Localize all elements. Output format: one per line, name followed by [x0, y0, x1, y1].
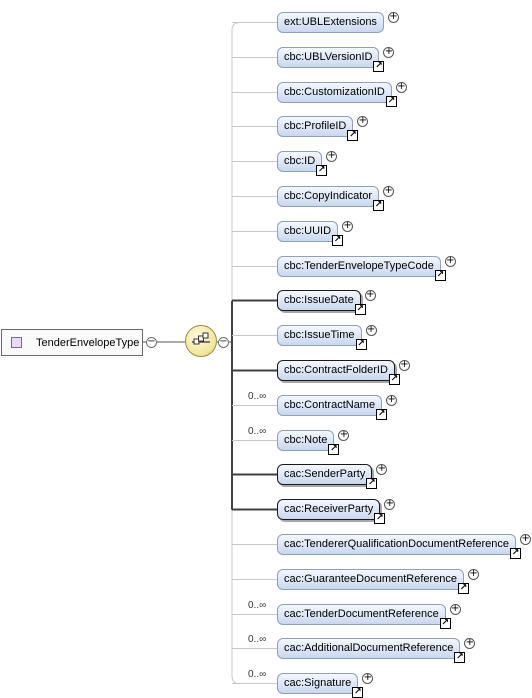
- schema-element[interactable]: cbc:CopyIndicator: [277, 186, 380, 207]
- schema-element[interactable]: cac:GuaranteeDocumentReference: [277, 569, 465, 590]
- expand-plus-icon[interactable]: +: [365, 324, 377, 336]
- expand-plus-icon[interactable]: +: [520, 533, 532, 545]
- expand-plus-icon[interactable]: +: [444, 255, 456, 267]
- schema-element[interactable]: cac:TendererQualificationDocumentReferen…: [277, 534, 517, 555]
- schema-element[interactable]: cbc:CustomizationID: [277, 82, 392, 103]
- reference-arrow-icon[interactable]: ↗: [316, 165, 328, 176]
- reference-arrow-icon[interactable]: ↗: [434, 270, 446, 281]
- reference-arrow-icon[interactable]: ↗: [354, 304, 366, 315]
- reference-arrow-icon[interactable]: ↗: [376, 409, 388, 420]
- reference-arrow-icon[interactable]: ↗: [366, 478, 378, 489]
- root-type-box[interactable]: TenderEnvelopeType: [1, 329, 143, 356]
- schema-element[interactable]: cbc:ContractName: [277, 395, 383, 416]
- schema-element[interactable]: cac:Signature: [277, 673, 359, 694]
- reference-arrow-icon[interactable]: ↗: [385, 96, 397, 107]
- schema-element[interactable]: ext:UBLExtensions: [277, 12, 384, 33]
- cardinality-label: 0..∞: [248, 426, 267, 437]
- schema-element[interactable]: cac:ReceiverParty: [277, 499, 381, 520]
- cardinality-label: 0..∞: [248, 600, 267, 611]
- reference-arrow-icon[interactable]: ↗: [439, 618, 451, 629]
- expand-plus-icon[interactable]: +: [384, 498, 396, 510]
- cardinality-label: 0..∞: [248, 634, 267, 645]
- schema-element[interactable]: cbc:Note: [277, 430, 335, 451]
- reference-arrow-icon[interactable]: ↗: [355, 339, 367, 350]
- sequence-icon: [192, 332, 210, 345]
- schema-element[interactable]: cac:SenderParty: [277, 464, 373, 485]
- expand-plus-icon[interactable]: +: [468, 568, 480, 580]
- expand-plus-icon[interactable]: +: [449, 603, 461, 615]
- expand-plus-icon[interactable]: +: [387, 11, 399, 23]
- schema-element[interactable]: cbc:UBLVersionID: [277, 47, 380, 68]
- reference-arrow-icon[interactable]: ↗: [388, 374, 400, 385]
- reference-arrow-icon[interactable]: ↗: [332, 235, 344, 246]
- schema-element[interactable]: cbc:UUID: [277, 221, 339, 242]
- sequence-collapse-toggle-icon[interactable]: −: [218, 336, 229, 348]
- expand-plus-icon[interactable]: +: [362, 672, 374, 684]
- sequence-compositor[interactable]: [185, 325, 217, 357]
- schema-element[interactable]: cbc:ContractFolderID: [277, 360, 395, 381]
- expand-plus-icon[interactable]: +: [398, 359, 410, 371]
- expand-plus-icon[interactable]: +: [395, 81, 407, 93]
- cardinality-label: 0..∞: [248, 669, 267, 680]
- cardinality-label: 0..∞: [248, 391, 267, 402]
- schema-element[interactable]: cbc:IssueDate: [277, 290, 361, 311]
- schema-element[interactable]: cbc:TenderEnvelopeTypeCode: [277, 256, 441, 277]
- reference-arrow-icon[interactable]: ↗: [373, 200, 385, 211]
- reference-arrow-icon[interactable]: ↗: [352, 687, 364, 698]
- reference-arrow-icon[interactable]: ↗: [458, 583, 470, 594]
- schema-element[interactable]: cac:AdditionalDocumentReference: [277, 638, 461, 659]
- expand-plus-icon[interactable]: +: [376, 463, 388, 475]
- expand-plus-icon[interactable]: +: [364, 289, 376, 301]
- complex-type-icon: [11, 337, 22, 348]
- schema-element[interactable]: cbc:IssueTime: [277, 325, 362, 346]
- expand-plus-icon[interactable]: +: [342, 220, 354, 232]
- connector-trunk: [231, 22, 241, 685]
- reference-arrow-icon[interactable]: ↗: [510, 548, 522, 559]
- reference-arrow-icon[interactable]: ↗: [374, 513, 386, 524]
- expand-plus-icon[interactable]: +: [386, 394, 398, 406]
- schema-element[interactable]: cac:TenderDocumentReference: [277, 604, 446, 625]
- reference-arrow-icon[interactable]: ↗: [373, 61, 385, 72]
- root-collapse-toggle-icon[interactable]: −: [146, 336, 157, 348]
- schema-element[interactable]: cbc:ProfileID: [277, 116, 354, 137]
- root-type-label: TenderEnvelopeType: [36, 336, 140, 349]
- expand-plus-icon[interactable]: +: [383, 46, 395, 58]
- reference-arrow-icon[interactable]: ↗: [454, 652, 466, 663]
- expand-plus-icon[interactable]: +: [357, 115, 369, 127]
- reference-arrow-icon[interactable]: ↗: [347, 130, 359, 141]
- expand-plus-icon[interactable]: +: [326, 150, 338, 162]
- expand-plus-icon[interactable]: +: [383, 185, 395, 197]
- reference-arrow-icon[interactable]: ↗: [328, 444, 340, 455]
- expand-plus-icon[interactable]: +: [338, 429, 350, 441]
- schema-element[interactable]: cbc:ID: [277, 151, 323, 172]
- expand-plus-icon[interactable]: +: [464, 637, 476, 649]
